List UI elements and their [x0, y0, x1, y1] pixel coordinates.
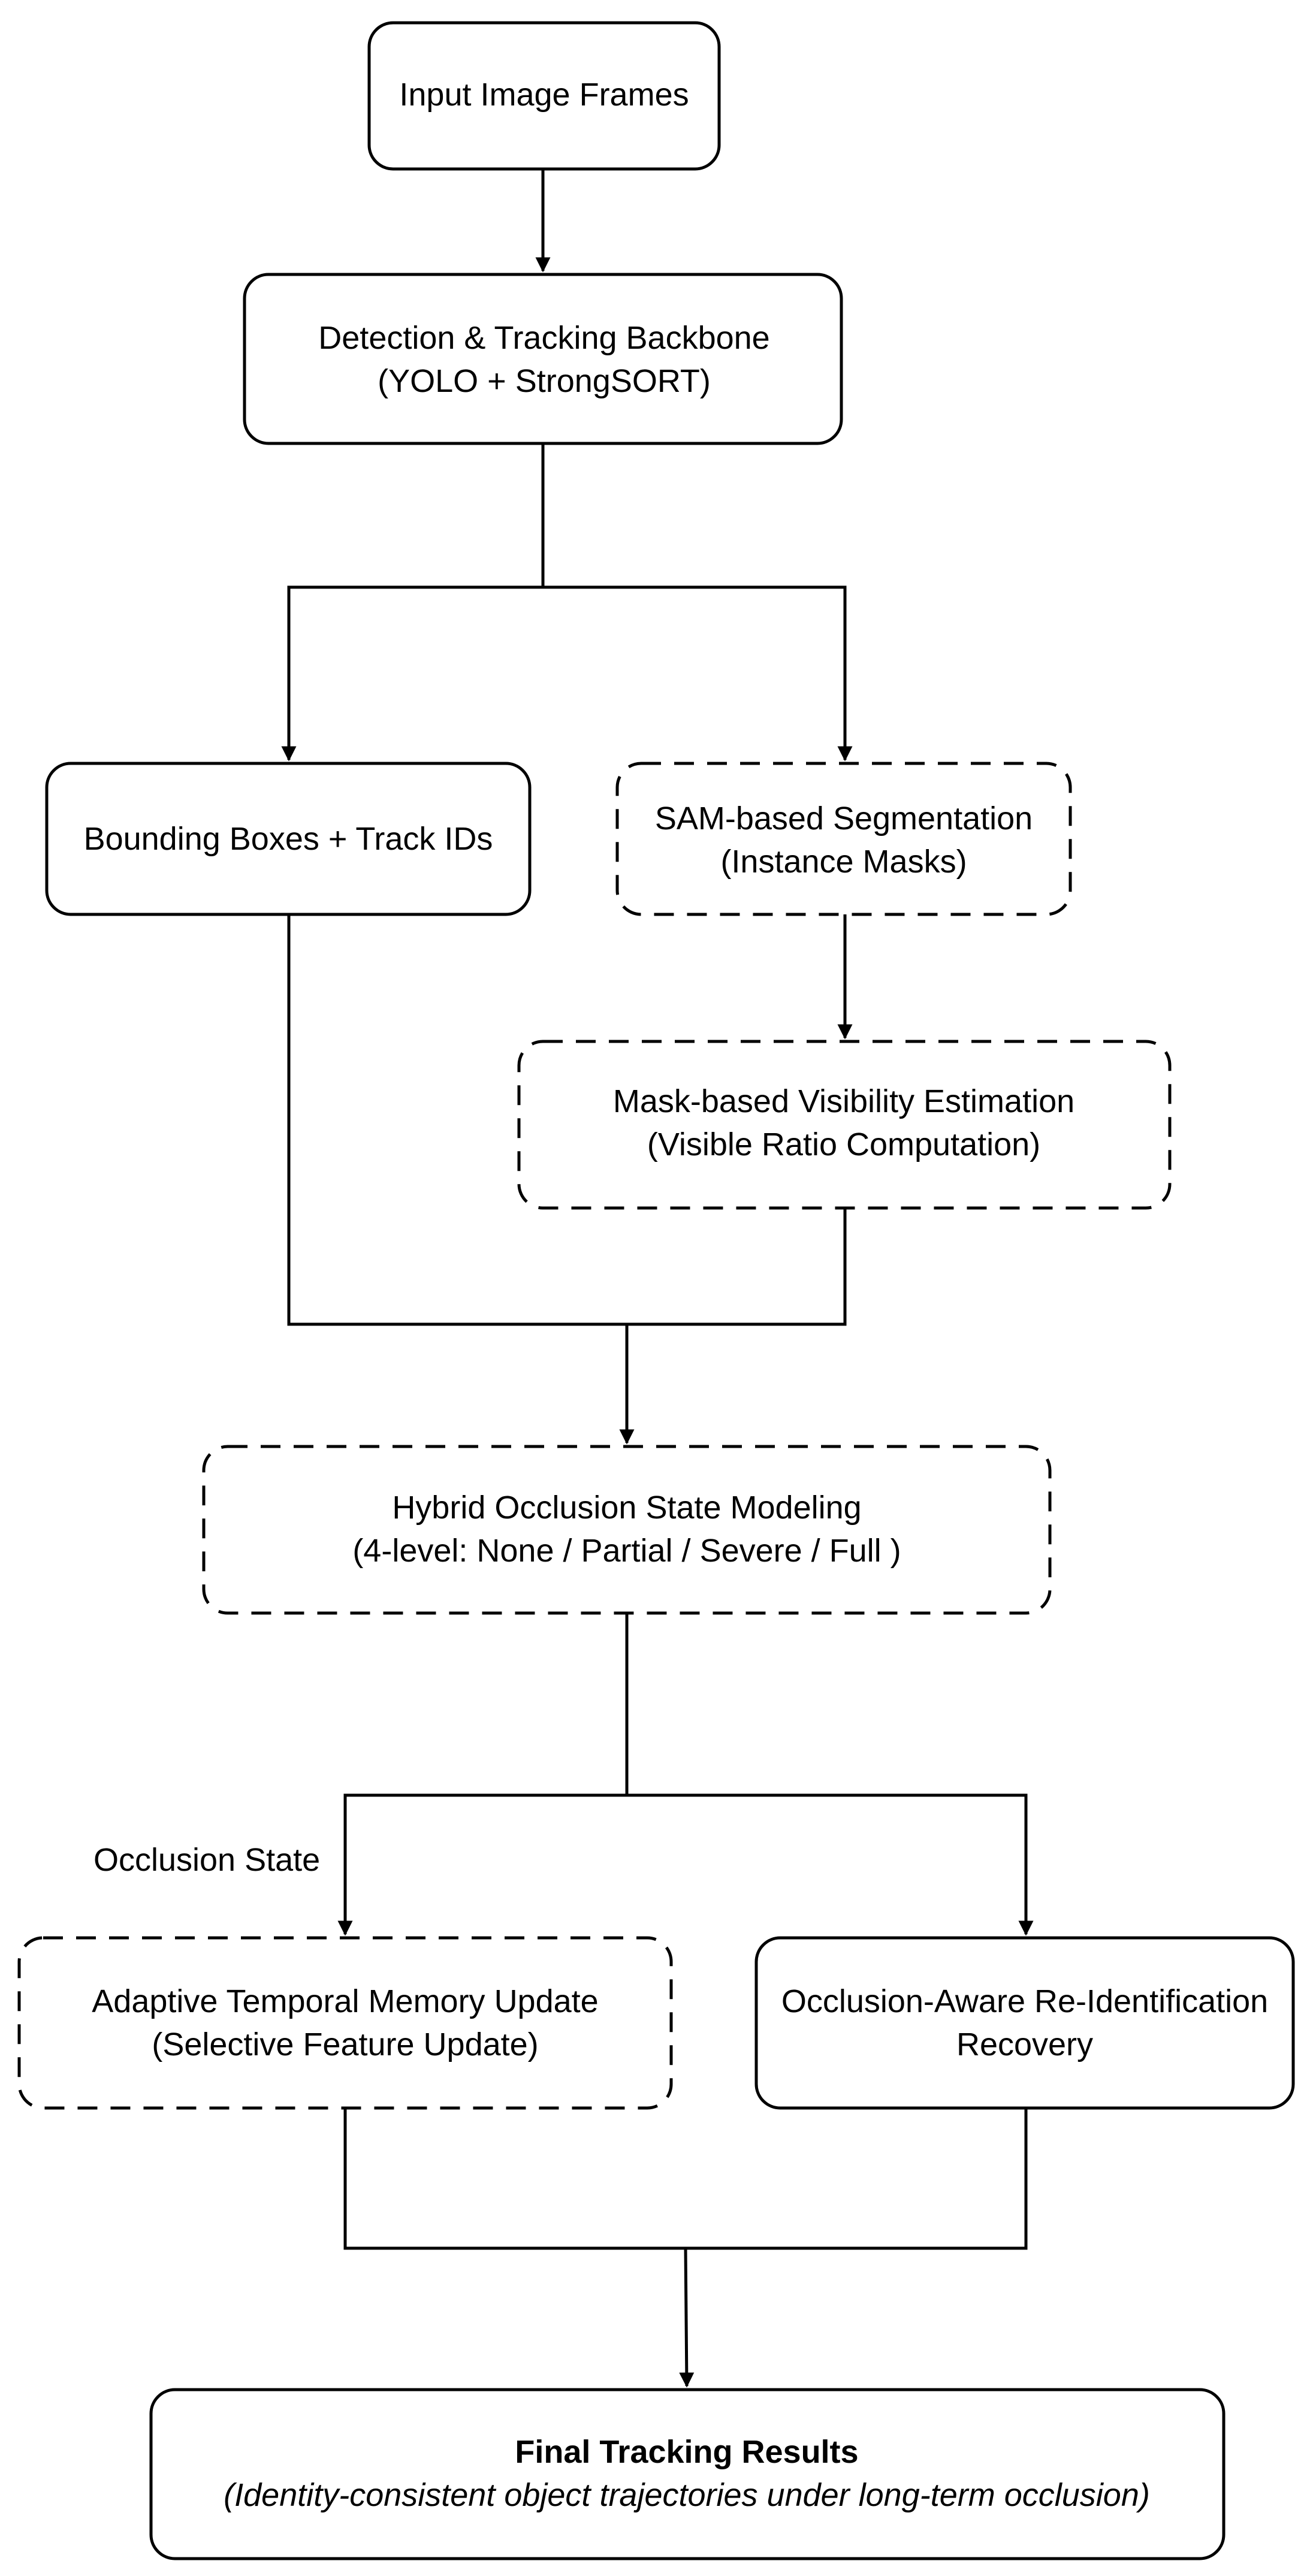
node-visibility: Mask-based Visibility Estimation (Visibl…: [517, 1040, 1172, 1210]
edge-visibility-down: [627, 1208, 847, 1326]
edge-backbone-to-sam: [543, 585, 853, 762]
node-bboxes-label: Bounding Boxes + Track IDs: [84, 821, 493, 857]
edges: Occlusion State: [93, 169, 1034, 2388]
node-reid-subtitle: Recovery: [956, 2027, 1093, 2062]
node-input-label: Input Image Frames: [399, 77, 689, 113]
occlusion-state-label: Occlusion State: [93, 1842, 320, 1878]
edge-hybrid-to-memory: [337, 1613, 629, 1936]
node-hybrid-box: [202, 1445, 1052, 1615]
node-final: Final Tracking Results (Identity-consist…: [149, 2388, 1226, 2560]
edge-merge-to-final: [679, 2248, 695, 2388]
node-visibility-box: [517, 1040, 1172, 1210]
node-memory: Adaptive Temporal Memory Update (Selecti…: [17, 1936, 673, 2110]
node-sam-subtitle: (Instance Masks): [720, 844, 967, 880]
node-final-title: Final Tracking Results: [515, 2434, 858, 2470]
edge-reid-down: [686, 2108, 1028, 2250]
node-input: Input Image Frames: [367, 21, 721, 171]
node-sam-title: SAM-based Segmentation: [655, 801, 1033, 836]
edge-memory-down: [343, 2108, 686, 2250]
node-reid-box: [754, 1936, 1295, 2110]
node-visibility-title: Mask-based Visibility Estimation: [613, 1083, 1074, 1119]
node-backbone: Detection & Tracking Backbone (YOLO + St…: [243, 273, 843, 445]
edge-backbone-split: [281, 443, 545, 762]
node-memory-subtitle: (Selective Feature Update): [152, 2027, 538, 2062]
node-memory-box: [17, 1936, 673, 2110]
node-bboxes-box: [45, 762, 532, 916]
node-backbone-box: [243, 273, 843, 445]
edge-bboxes-down: [287, 914, 627, 1326]
node-memory-title: Adaptive Temporal Memory Update: [92, 1983, 598, 2019]
node-input-box: [367, 21, 721, 171]
node-reid: Occlusion-Aware Re-Identification Recove…: [754, 1936, 1295, 2110]
node-visibility-subtitle: (Visible Ratio Computation): [647, 1127, 1040, 1162]
edge-hybrid-to-reid: [627, 1793, 1034, 1936]
node-backbone-subtitle: (YOLO + StrongSORT): [378, 363, 711, 399]
node-sam-box: [615, 762, 1072, 916]
node-final-subtitle: (Identity-consistent object trajectories…: [224, 2477, 1150, 2513]
node-hybrid: Hybrid Occlusion State Modeling (4-level…: [202, 1445, 1052, 1615]
node-sam: SAM-based Segmentation (Instance Masks): [615, 762, 1072, 916]
node-hybrid-subtitle: (4-level: None / Partial / Severe / Full…: [352, 1533, 901, 1569]
node-hybrid-title: Hybrid Occlusion State Modeling: [392, 1490, 861, 1526]
node-backbone-title: Detection & Tracking Backbone: [318, 320, 769, 356]
node-reid-title: Occlusion-Aware Re-Identification: [781, 1983, 1268, 2019]
node-final-box: [149, 2388, 1226, 2560]
node-bboxes: Bounding Boxes + Track IDs: [45, 762, 532, 916]
